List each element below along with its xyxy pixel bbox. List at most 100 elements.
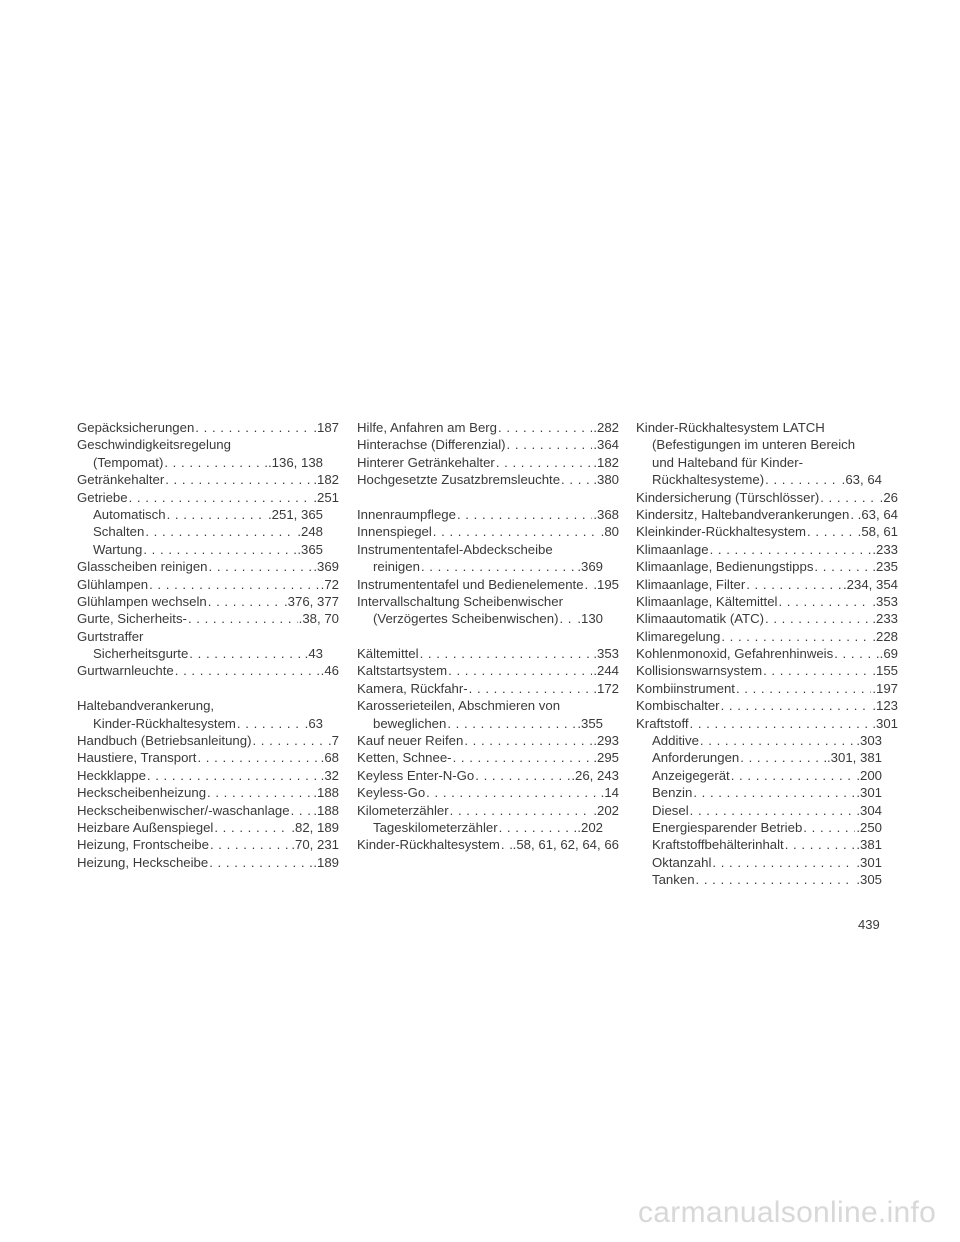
index-entry-label: Kinder-Rückhaltesystem bbox=[357, 837, 500, 853]
dot-leader bbox=[700, 732, 855, 749]
dot-leader bbox=[765, 471, 841, 488]
index-entry: Kaltstartsystem.244 bbox=[357, 662, 619, 679]
index-entry: Getränkehalter.182 bbox=[77, 471, 339, 488]
index-entry-pages: .376, 377 bbox=[284, 593, 339, 609]
index-entry: Gurtstraffer bbox=[77, 628, 339, 645]
index-entry: Wartung.365 bbox=[77, 541, 339, 558]
index-entry-label: Gepäcksicherungen bbox=[77, 420, 195, 435]
index-entry-label: Wartung bbox=[93, 541, 143, 557]
index-entry-pages: .70, 231 bbox=[291, 837, 339, 853]
index-entry: Kilometerzähler.202 bbox=[357, 802, 619, 819]
index-entry-pages: .63, 64 bbox=[841, 472, 882, 488]
dot-leader bbox=[696, 871, 856, 888]
dot-leader bbox=[207, 784, 312, 801]
index-entry: Sicherheitsgurte.43 bbox=[77, 645, 339, 662]
index-entry: Klimaregelung.228 bbox=[636, 628, 898, 645]
index-spacer bbox=[357, 489, 619, 506]
index-entry: Kollisionswarnsystem .155 bbox=[636, 662, 898, 679]
index-entry: Ketten, Schnee-.295 bbox=[357, 749, 619, 766]
index-entry-label: Kindersitz, Haltebandverankerungen bbox=[636, 506, 850, 522]
index-entry-pages: .63, 64 bbox=[857, 506, 898, 522]
index-entry: Kohlenmonoxid, Gefahrenhinweis.69 bbox=[636, 645, 898, 662]
index-entry-pages: .155 bbox=[872, 663, 898, 679]
index-entry-label: Getränkehalter bbox=[77, 472, 165, 488]
dot-leader bbox=[499, 819, 577, 836]
index-entry: (Befestigungen im unteren Bereich bbox=[636, 436, 898, 453]
dot-leader bbox=[710, 541, 872, 558]
index-entry-label: Anforderungen bbox=[652, 750, 740, 766]
index-entry-pages: .58, 61 bbox=[857, 524, 898, 540]
index-entry: Innenspiegel.80 bbox=[357, 523, 619, 540]
index-entry-label: beweglichen bbox=[373, 715, 447, 731]
index-entry-pages: .380 bbox=[593, 472, 619, 488]
index-entry-label: Haustiere, Transport bbox=[77, 750, 197, 766]
dot-leader bbox=[785, 836, 856, 853]
index-entry-label: Klimaregelung bbox=[636, 628, 721, 644]
index-entry-pages: .305 bbox=[856, 872, 882, 888]
index-entry-pages: .63 bbox=[304, 715, 323, 731]
index-entry-pages: .182 bbox=[593, 454, 619, 470]
index-entry-pages: .369 bbox=[577, 559, 603, 575]
index-entry-pages: .14 bbox=[600, 785, 619, 801]
index-entry-label: Hochgesetzte Zusatzbremsleuchte bbox=[357, 472, 561, 488]
dot-leader bbox=[763, 662, 871, 679]
index-entry-pages: .368 bbox=[593, 506, 619, 522]
dot-leader bbox=[850, 506, 856, 523]
index-entry-label: Hinterachse (Differenzial) bbox=[357, 437, 506, 453]
dot-leader bbox=[475, 767, 570, 784]
index-entry-label: Hinterer Getränkehalter bbox=[357, 454, 495, 470]
index-entry-label: Kilometerzähler bbox=[357, 802, 449, 818]
index-entry: Intervallschaltung Scheibenwischer bbox=[357, 593, 619, 610]
index-entry-label: Kombiinstrument bbox=[636, 680, 735, 696]
index-entry: beweglichen.355 bbox=[357, 715, 619, 732]
index-entry-label: Intervallschaltung Scheibenwischer bbox=[357, 593, 563, 609]
index-entry-label: Gurtstraffer bbox=[77, 628, 144, 644]
index-entry: Heizung, Heckscheibe.189 bbox=[77, 854, 339, 871]
index-entry-label: Heckklappe bbox=[77, 767, 146, 783]
index-entry-label: (Tempomat) bbox=[93, 454, 164, 470]
index-entry-pages: .172 bbox=[593, 680, 619, 696]
page-number: 439 bbox=[858, 917, 880, 932]
dot-leader bbox=[433, 523, 600, 540]
index-entry-pages: .301 bbox=[872, 715, 898, 731]
index-entry-pages: .364 bbox=[593, 437, 619, 453]
index-entry-pages: .7 bbox=[328, 733, 339, 749]
index-entry-label: Handbuch (Betriebsanleitung) bbox=[77, 733, 252, 749]
index-entry: Gurte, Sicherheits-.38, 70 bbox=[77, 610, 339, 627]
index-entry-pages: .200 bbox=[856, 767, 882, 783]
index-entry-label: Glasscheiben reinigen bbox=[77, 559, 208, 575]
dot-leader bbox=[501, 836, 512, 853]
index-entry: Kombischalter.123 bbox=[636, 697, 898, 714]
dot-leader bbox=[448, 662, 592, 679]
index-entry: Heizbare Außenspiegel.82, 189 bbox=[77, 819, 339, 836]
index-entry-label: Kollisionswarnsystem bbox=[636, 663, 763, 679]
index-entry-label: Tanken bbox=[652, 872, 695, 888]
dot-leader bbox=[690, 802, 856, 819]
index-entry: Gepäcksicherungen .187 bbox=[77, 419, 339, 436]
index-entry-label: Kohlenmonoxid, Gefahrenhinweis bbox=[636, 646, 834, 662]
index-column-1: Gepäcksicherungen.187Geschwindigkeitsreg… bbox=[77, 419, 339, 871]
index-entry-label: Rückhaltesysteme) bbox=[652, 472, 765, 488]
index-entry-label: Ketten, Schnee- bbox=[357, 750, 452, 766]
index-entry-label: Klimaanlage bbox=[636, 541, 709, 557]
index-entry-label: Gurtwarnleuchte bbox=[77, 663, 174, 679]
index-entry: Klimaanlage, Filter.234, 354 bbox=[636, 576, 898, 593]
index-entry-pages: .195 bbox=[593, 576, 619, 592]
dot-leader bbox=[746, 576, 842, 593]
index-entry-label: Kinder-Rückhaltesystem bbox=[93, 715, 236, 731]
index-entry: Energiesparender Betrieb.250 bbox=[636, 819, 898, 836]
dot-leader bbox=[559, 610, 576, 627]
index-entry-pages: .301 bbox=[856, 854, 882, 870]
index-entry: Kinder-Rückhaltesystem.58, 61, 62, 64, 6… bbox=[357, 836, 619, 853]
index-entry: Kinder-Rückhaltesystem LATCH bbox=[636, 419, 898, 436]
index-entry-label: Kleinkinder-Rückhaltesystem bbox=[636, 524, 807, 540]
index-entry: Schalten.248 bbox=[77, 523, 339, 540]
index-entry-pages: .123 bbox=[872, 698, 898, 714]
dot-leader bbox=[426, 784, 599, 801]
dot-leader bbox=[820, 489, 878, 506]
index-entry-pages: .43 bbox=[304, 646, 323, 662]
dot-leader bbox=[175, 662, 320, 679]
dot-leader bbox=[447, 715, 576, 732]
index-entry-label: Anzeigegerät bbox=[652, 767, 730, 783]
index-entry-pages: .187 bbox=[313, 420, 339, 435]
